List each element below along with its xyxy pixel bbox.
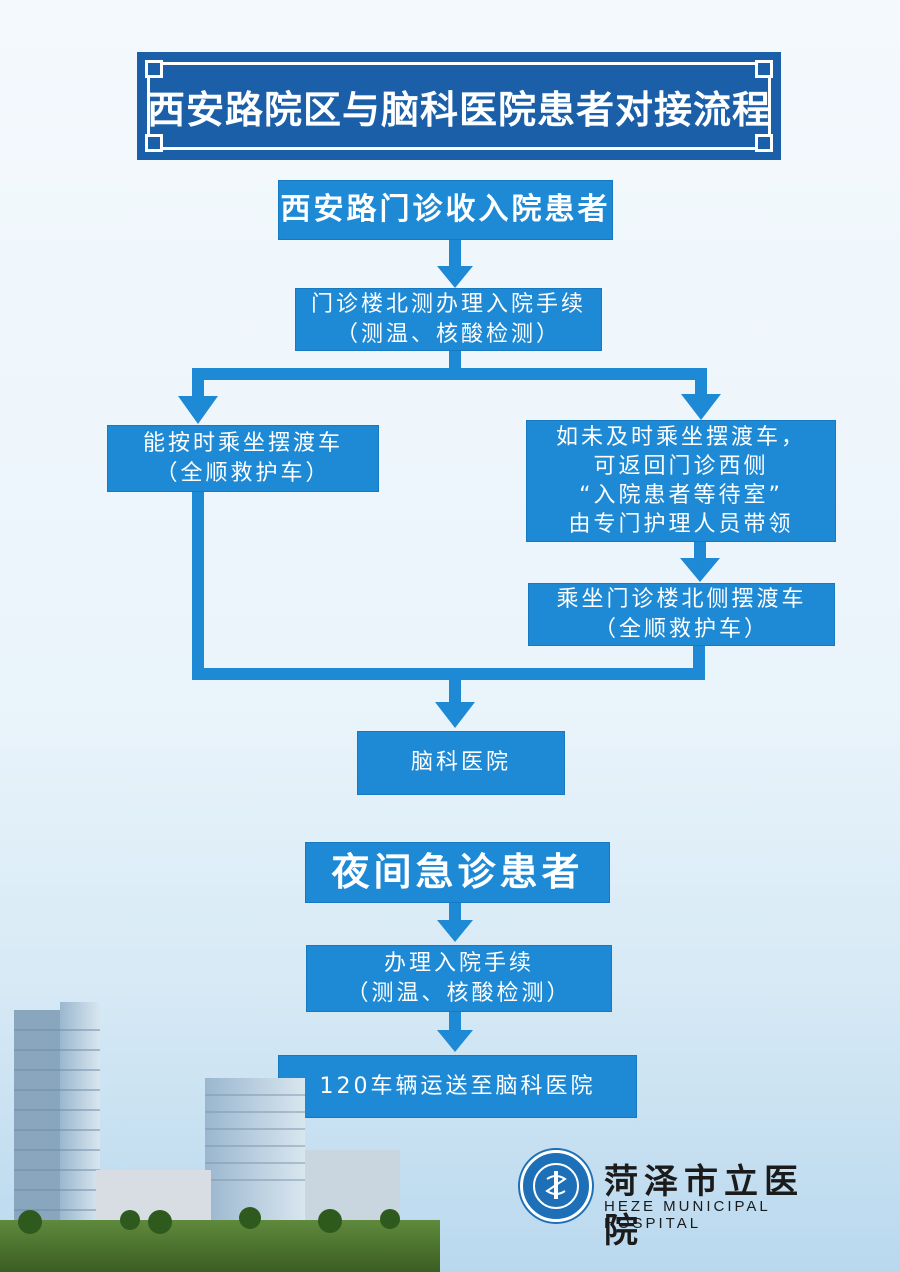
arrow-down-icon [437,1030,473,1052]
admission-label-line1: 门诊楼北测办理入院手续 [310,292,586,318]
late-label-line2: 可返回门诊西侧 [593,453,769,479]
outpatient-label: 西安路门诊收入院患者 [280,192,611,228]
arrow-down-icon [437,266,473,288]
night-emergency-label: 夜间急诊患者 [331,850,584,895]
title-corner-ornament [145,134,163,152]
north-shuttle-line1: 乘坐门诊楼北侧摆渡车 [556,587,807,613]
connector-line [192,368,204,398]
ambulance-transport-label: 120车辆运送至脑科医院 [319,1073,596,1099]
title-banner: 西安路院区与脑科医院患者对接流程 [137,52,781,160]
late-label-line4: 由专门护理人员带领 [568,512,794,538]
north-shuttle-line2: （全顺救护车） [593,616,769,642]
title-corner-ornament [755,60,773,78]
late-patient-box: 如未及时乘坐摆渡车， 可返回门诊西侧 “入院患者等待室” 由专门护理人员带领 [526,420,836,542]
connector-line [192,668,705,680]
ambulance-transport-box: 120车辆运送至脑科医院 [278,1055,637,1118]
night-admission-line1: 办理入院手续 [383,951,534,977]
hospital-name-en: HEZE MUNICIPAL HOSPITAL [604,1198,771,1232]
arrow-down-icon [178,396,218,424]
hospital-logo: 菏泽市立医院 HEZE MUNICIPAL HOSPITAL [520,1150,840,1251]
admission-label-line2: （测温、核酸检测） [335,321,561,347]
arrow-down-icon [437,920,473,942]
title-frame-border [147,62,771,150]
hospital-seal-icon [520,1150,592,1222]
connector-line [449,1012,461,1032]
north-shuttle-box: 乘坐门诊楼北侧摆渡车 （全顺救护车） [528,583,835,646]
connector-line [695,368,707,396]
connector-line [449,240,461,268]
late-label-line1: 如未及时乘坐摆渡车， [555,424,806,450]
admission-box: 门诊楼北测办理入院手续 （测温、核酸检测） [295,288,602,351]
connector-line [449,668,461,704]
connector-line [192,492,204,678]
arrow-down-icon [681,394,721,420]
night-admission-box: 办理入院手续 （测温、核酸检测） [306,945,612,1012]
hospital-name-cn: 菏泽市立医院 [604,1162,804,1251]
on-time-label-line1: 能按时乘坐摆渡车 [142,431,343,457]
night-emergency-box: 夜间急诊患者 [305,842,610,903]
on-time-shuttle-box: 能按时乘坐摆渡车 （全顺救护车） [107,425,379,492]
outpatient-box: 西安路门诊收入院患者 [278,180,613,240]
title-corner-ornament [755,134,773,152]
page-title: 西安路院区与脑科医院患者对接流程 [146,87,771,132]
on-time-label-line2: （全顺救护车） [155,460,331,486]
late-label-line3: “入院患者等待室” [579,483,783,508]
night-admission-line2: （测温、核酸检测） [346,980,572,1006]
arrow-down-icon [680,558,720,582]
arrow-down-icon [435,702,475,728]
connector-line [449,902,461,922]
connector-line [192,368,707,380]
connector-line [694,542,706,560]
hospital-building-illustration [0,1002,440,1272]
brain-hospital-label: 脑科医院 [410,750,511,776]
title-corner-ornament [145,60,163,78]
brain-hospital-box: 脑科医院 [357,731,565,795]
